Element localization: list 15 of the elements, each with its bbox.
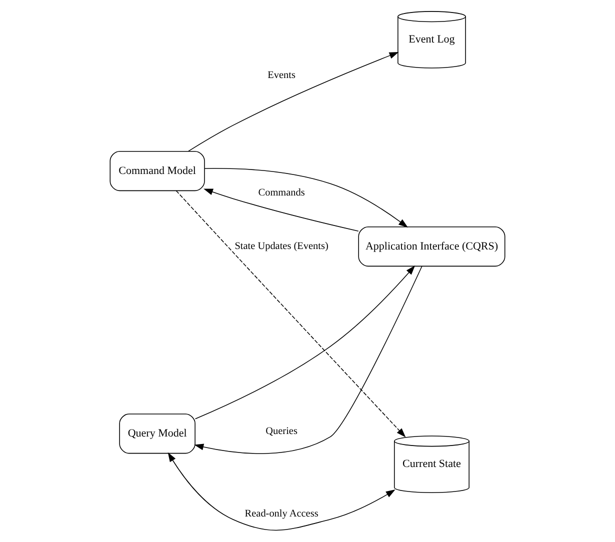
node-box: Command Model [110, 151, 205, 192]
edge-label: Events [268, 70, 296, 81]
arrow [194, 266, 416, 420]
edge-label: State Updates (Events) [234, 241, 328, 252]
node-box: Application Interface (CQRS) [358, 226, 506, 267]
edge-label: Queries [266, 426, 298, 437]
arrow [168, 452, 396, 531]
arrow [204, 168, 408, 228]
edge-label: Commands [258, 188, 305, 199]
node-box: Query Model [119, 414, 196, 454]
arrow [194, 266, 422, 454]
edge-label: Read-only Access [244, 508, 318, 520]
arrow [204, 188, 359, 232]
arrow [188, 52, 399, 152]
arrow [176, 190, 406, 438]
